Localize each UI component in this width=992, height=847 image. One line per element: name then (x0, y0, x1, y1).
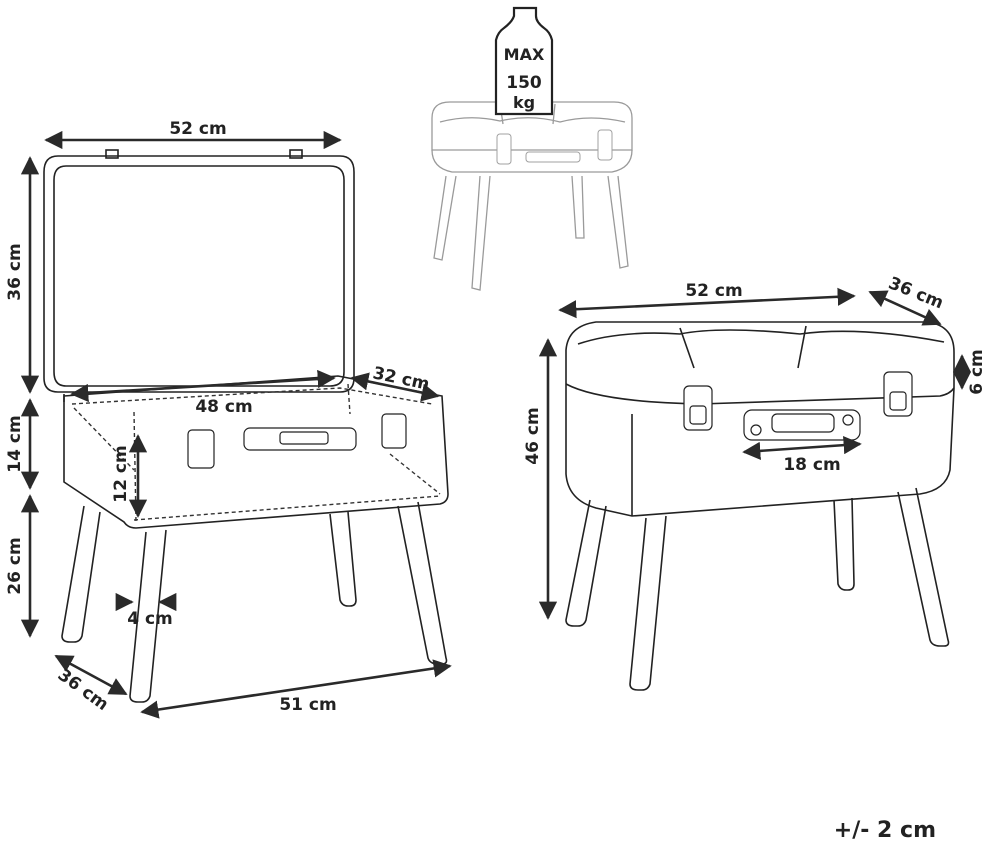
open-inner-width-label: 48 cm (195, 397, 252, 417)
closed-cushion-height-label: 6 cm (967, 349, 987, 395)
open-lid-height-label: 36 cm (5, 243, 25, 300)
closed-handle-width-label: 18 cm (783, 455, 840, 475)
open-lid-width-label: 52 cm (169, 119, 226, 139)
open-depth-label: 36 cm (54, 665, 112, 715)
closed-stool-drawing (565, 321, 955, 691)
open-box-height-label: 14 cm (5, 415, 25, 472)
weight-badge-top: MAX (504, 45, 545, 64)
closed-width-label: 52 cm (685, 281, 742, 301)
weight-badge-unit: kg (513, 93, 535, 112)
preview-stool (431, 101, 633, 291)
weight-badge-value: 150 (506, 73, 542, 93)
open-inner-depth-label: 32 cm (371, 363, 431, 394)
weight-badge: MAX 150 kg (494, 6, 554, 116)
open-leg-height-label: 26 cm (5, 537, 25, 594)
open-stool-drawing (43, 149, 449, 703)
open-base-width-label: 51 cm (279, 695, 336, 715)
closed-total-height-label: 46 cm (523, 407, 543, 464)
open-inner-height-label: 12 cm (111, 445, 131, 502)
tolerance-note: +/- 2 cm (833, 818, 936, 843)
closed-depth-label: 36 cm (886, 273, 947, 313)
open-leg-thickness-label: 4 cm (127, 609, 173, 629)
